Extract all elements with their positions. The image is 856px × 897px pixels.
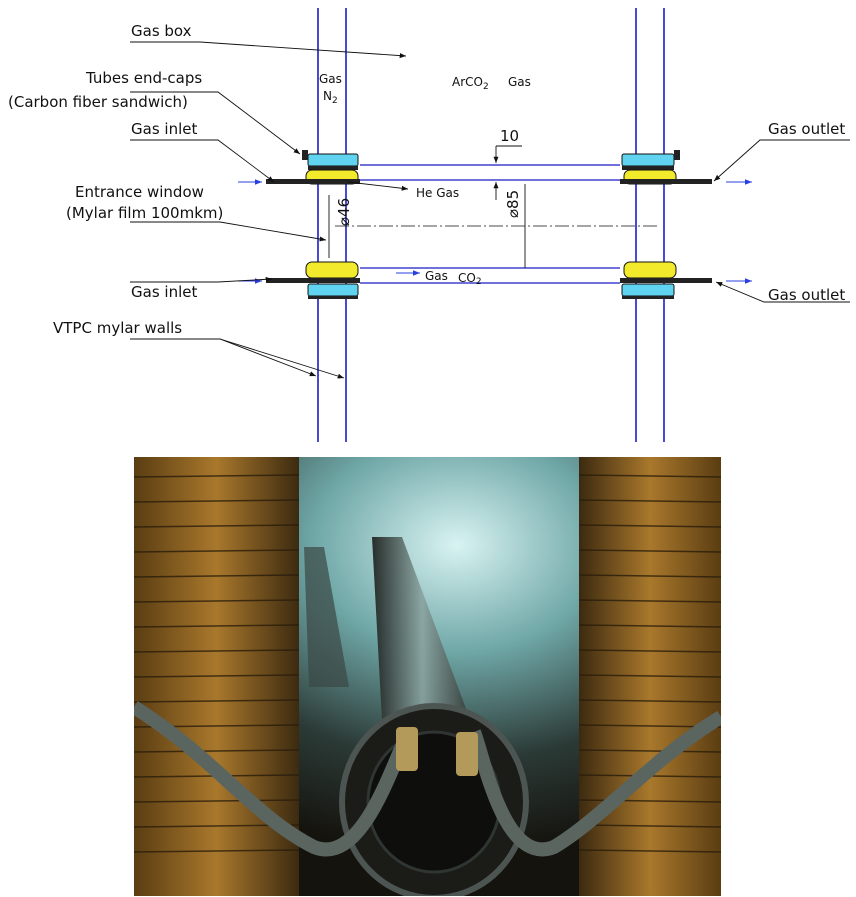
vtpc-walls <box>317 8 665 442</box>
label-gas-outlet-bottom: Gas outlet <box>768 286 845 304</box>
photo-illustration <box>134 457 721 896</box>
endcap-right-top <box>620 150 712 185</box>
label-tubes-end-caps: Tubes end-caps <box>85 69 202 87</box>
label-gas-outlet-top: Gas outlet <box>768 120 845 138</box>
endcap-right-bottom <box>620 261 712 299</box>
detector-photo <box>134 457 721 896</box>
label-gas-box: Gas box <box>131 22 192 40</box>
label-gas-inlet-bottom: Gas inlet <box>131 283 197 301</box>
label-mylar-film: (Mylar film 100mkm) <box>66 204 223 222</box>
endcap-left-bottom <box>266 261 360 299</box>
label-vtpc-walls: VTPC mylar walls <box>53 319 182 337</box>
leader-lines <box>130 41 850 379</box>
label-gas-inlet-top: Gas inlet <box>131 120 197 138</box>
dimension-10: 10 <box>500 127 519 145</box>
label-arco2-gas: Gas <box>508 75 531 89</box>
label-gas-co2-word: Gas <box>425 269 448 283</box>
label-gas-n2-line1: Gas <box>319 72 342 86</box>
label-he-gas: He Gas <box>416 186 459 200</box>
label-carbon-fiber: (Carbon fiber sandwich) <box>8 93 188 111</box>
endcap-left-top <box>266 150 360 185</box>
beam-tubes <box>360 164 620 284</box>
label-arco2: ArCO2 <box>452 75 489 92</box>
detector-schematic: Gas box Tubes end-caps (Carbon fiber san… <box>8 8 850 442</box>
label-gas-n2-line2: N2 <box>323 89 338 106</box>
dimension-85: ⌀85 <box>504 190 522 218</box>
dimension-lines <box>328 145 526 268</box>
dimension-46: ⌀46 <box>335 198 353 226</box>
label-gas-co2: CO2 <box>458 271 482 287</box>
label-entrance-window: Entrance window <box>75 183 204 201</box>
